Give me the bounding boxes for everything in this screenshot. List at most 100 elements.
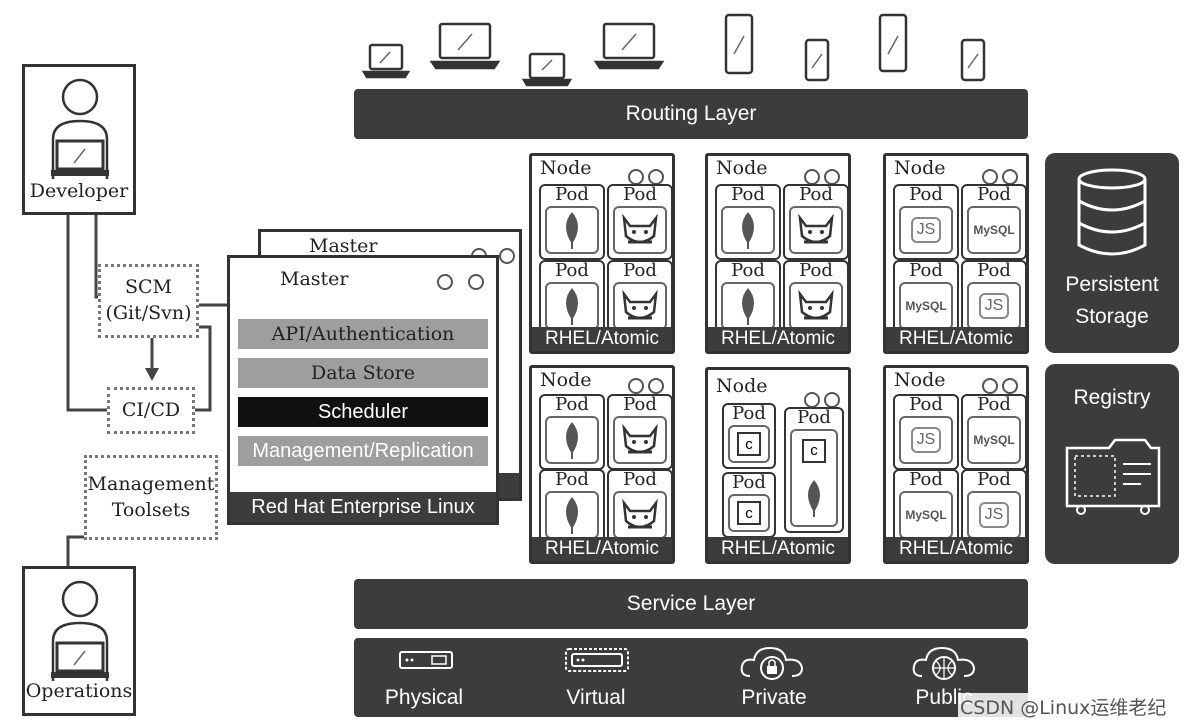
mongodb-icon: [566, 497, 578, 534]
node-indicator: [982, 169, 998, 185]
pod-app: [545, 416, 599, 464]
pod-label: Pod: [555, 260, 589, 281]
pod-label: Pod: [799, 260, 833, 281]
pod: Pod: [607, 394, 673, 470]
node-title: Node: [716, 375, 768, 397]
node-indicator: [804, 392, 820, 408]
node-footer: RHEL/Atomic: [708, 327, 848, 351]
tomcat-icon: [622, 289, 658, 320]
pod-app: JS: [899, 416, 953, 464]
node-1: Node Pod Pod Pod Pod RHEL/Atomic: [529, 153, 675, 354]
mongodb-icon: [808, 479, 820, 517]
node-indicator: [824, 392, 840, 408]
pod-label: Pod: [909, 260, 943, 281]
virtual-server-icon: [565, 648, 629, 672]
pod: Pod: [539, 260, 605, 336]
pod: Pod: [715, 260, 781, 336]
pod: Pod: [607, 184, 673, 260]
pod-app: c: [790, 429, 838, 527]
infrastructure-bar: Physical Virtual Private Public: [354, 638, 1028, 717]
pod-label: Pod: [623, 469, 657, 490]
operations-box: Operations: [22, 566, 136, 716]
node-title: Node: [540, 369, 592, 391]
pod-app: c: [728, 494, 770, 532]
pod-app: JS: [967, 282, 1021, 330]
node-indicator: [628, 378, 644, 394]
node-indicator: [824, 169, 840, 185]
master-indicator: [468, 274, 484, 290]
pod-label: Pod: [909, 394, 943, 415]
pod-app: MySQL: [967, 206, 1021, 254]
operations-label: Operations: [25, 680, 133, 702]
pod-app: MySQL: [967, 416, 1021, 464]
pod: Pod: [783, 260, 849, 336]
node-indicator: [628, 169, 644, 185]
nodejs-icon: JS: [910, 427, 942, 453]
tomcat-icon: [622, 423, 658, 454]
client-devices-svg: [361, 13, 986, 87]
mysql-icon: MySQL: [905, 508, 947, 522]
nodejs-icon: JS: [978, 293, 1010, 319]
pod: Pod: [607, 469, 673, 545]
scm-line1: SCM: [124, 276, 172, 299]
infra-physical: Physical: [384, 686, 464, 709]
pod-label: Pod: [623, 394, 657, 415]
public-cloud-icon: [912, 646, 976, 680]
node-footer: RHEL/Atomic: [886, 537, 1026, 561]
routing-layer: Routing Layer: [354, 89, 1028, 139]
pod-label: Pod: [977, 394, 1011, 415]
node-title: Node: [894, 157, 946, 179]
management-toolsets-line2: Toolsets: [111, 498, 191, 521]
mongodb-icon: [566, 288, 578, 325]
persistent-storage-line1: Persistent: [1065, 273, 1159, 296]
infra-private: Private: [741, 686, 807, 709]
persistent-storage-line2: Storage: [1075, 305, 1149, 328]
pod-app: [545, 206, 599, 254]
mysql-icon: MySQL: [905, 299, 947, 313]
pod-app: [613, 206, 667, 254]
cicd-box: CI/CD: [107, 387, 195, 434]
developer-box: Developer: [22, 64, 136, 215]
node-title: Node: [540, 157, 592, 179]
pod: Pod: [783, 184, 849, 260]
pod-app: [789, 206, 843, 254]
pod-label: Pod: [555, 184, 589, 205]
master-indicator: [437, 274, 453, 290]
node-2: Node Pod Pod Pod Pod RHEL/Atomic: [705, 153, 851, 354]
pod-app: MySQL: [899, 282, 953, 330]
node-indicator: [1002, 378, 1018, 394]
pod: Pod c: [784, 407, 844, 533]
node-footer: RHEL/Atomic: [532, 537, 672, 561]
registry-label: Registry: [1073, 386, 1151, 409]
pod: Pod: [539, 394, 605, 470]
management-toolsets-box: Management Toolsets: [84, 455, 218, 540]
laptop-icon: [361, 22, 665, 87]
node-indicator: [982, 378, 998, 394]
persistent-storage: Persistent Storage: [1045, 153, 1179, 353]
pod-app: [721, 206, 775, 254]
service-layer: Service Layer: [354, 579, 1028, 629]
node-4: Node Pod Pod Pod Pod RHEL/Atomic: [529, 365, 675, 564]
pod: Pod: [715, 184, 781, 260]
pod-app: [613, 416, 667, 464]
tomcat-icon: [622, 213, 658, 244]
pod-app: MySQL: [899, 491, 953, 539]
node-footer: RHEL/Atomic: [708, 537, 848, 561]
client-devices: [360, 10, 1000, 87]
tomcat-icon: [622, 498, 658, 529]
developer-person-icon: [51, 78, 109, 179]
master-data-store-row: Data Store: [238, 358, 488, 388]
node-indicator: [648, 378, 664, 394]
pod: Pod: [539, 184, 605, 260]
pod-label: Pod: [977, 469, 1011, 490]
phone-icon: [724, 13, 986, 82]
tomcat-icon: [798, 289, 834, 320]
